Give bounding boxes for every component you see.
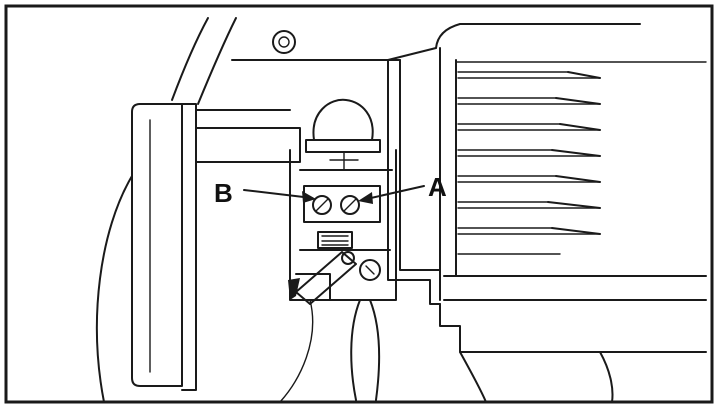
- primer-bulb: [305, 98, 381, 171]
- bracket-plate: [387, 47, 441, 305]
- air-filter-housing: [131, 103, 301, 391]
- fuel-lines: [350, 299, 381, 401]
- engine-cylinder: [435, 23, 707, 403]
- diagram-frame: [4, 4, 714, 404]
- adjustment-screw-b: [312, 195, 332, 215]
- cooling-fins: [457, 71, 601, 255]
- control-cable: [95, 175, 314, 403]
- leader-b: [243, 189, 316, 203]
- label-b: B: [214, 178, 233, 208]
- label-a: A: [428, 172, 447, 202]
- carburetor-body: [289, 149, 397, 301]
- adjustment-screw-a: [340, 195, 360, 215]
- choke-lever: [288, 251, 357, 305]
- throttle-pivot: [359, 259, 381, 281]
- upper-hose: [171, 17, 401, 105]
- leader-a: [358, 185, 425, 204]
- bolt-head: [272, 30, 296, 54]
